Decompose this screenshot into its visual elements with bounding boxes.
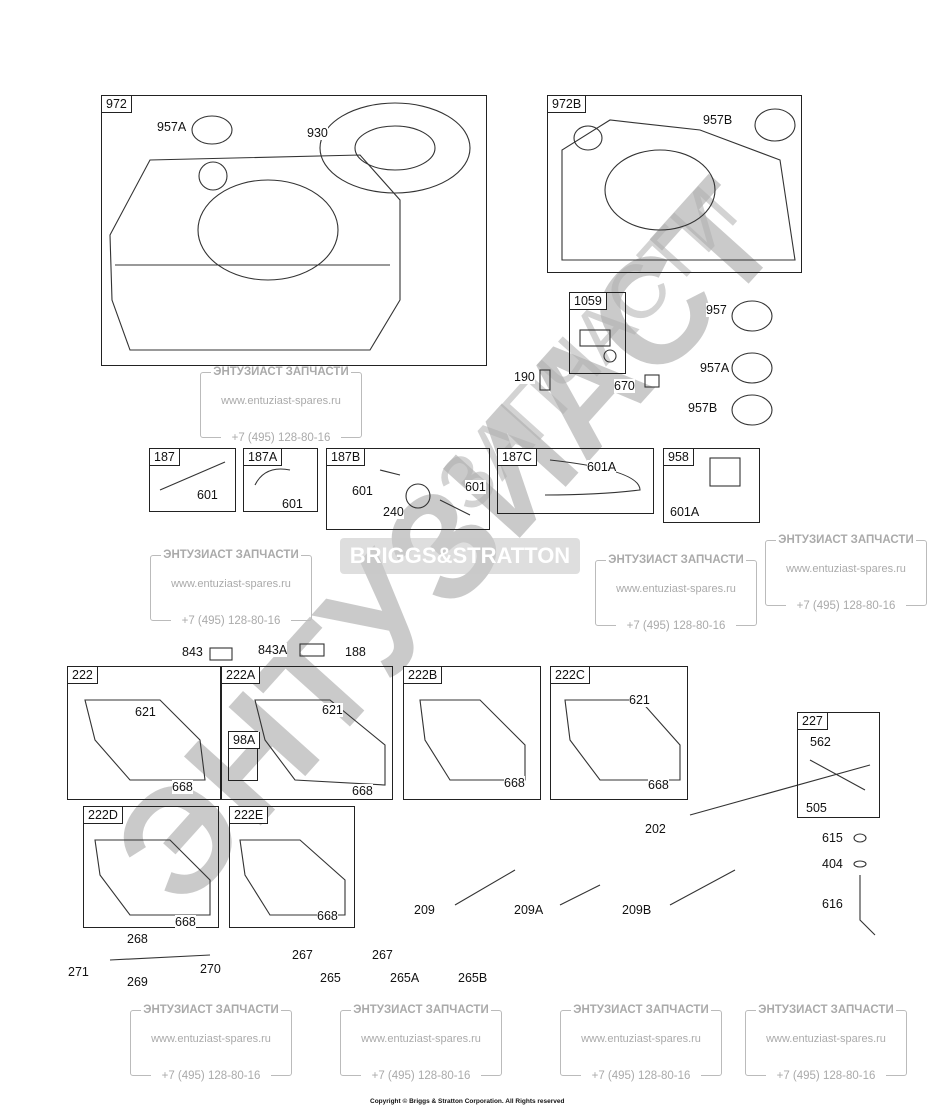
callout: 668 <box>175 915 196 929</box>
group-box-972b: 972B <box>547 95 802 273</box>
fuel-tank-972B <box>561 119 796 261</box>
callout: 957A <box>157 120 187 134</box>
callout: 668 <box>317 909 338 923</box>
fuel-cap-957A <box>191 115 233 145</box>
callout: 265B <box>458 971 488 985</box>
group-label: 958 <box>664 449 694 466</box>
callout: 265A <box>390 971 420 985</box>
callout: 404 <box>822 857 843 871</box>
fuel-tank-972 <box>109 154 401 351</box>
group-label: 187C <box>498 449 537 466</box>
group-label: 222E <box>230 807 269 824</box>
group-box-1059: 1059 <box>569 292 626 374</box>
callout: 271 <box>68 965 89 979</box>
callout: 668 <box>172 780 193 794</box>
callout: 616 <box>822 897 843 911</box>
callout: 209B <box>622 903 652 917</box>
group-label: 972 <box>102 96 132 113</box>
callout: 268 <box>127 932 148 946</box>
group-box-222: 222 <box>67 666 221 800</box>
callout: 668 <box>352 784 373 798</box>
group-box-187c: 187C <box>497 448 654 514</box>
fittings <box>539 329 660 391</box>
callout: 270 <box>200 962 221 976</box>
group-label: 187A <box>244 449 283 466</box>
callout: 615 <box>822 831 843 845</box>
group-label: 222 <box>68 667 98 684</box>
callout: 668 <box>648 778 669 792</box>
callout: 265 <box>320 971 341 985</box>
group-label: 972B <box>548 96 587 113</box>
callout: 601A <box>587 460 617 474</box>
group-box-187a: 187A <box>243 448 318 512</box>
callout: 930 <box>307 126 328 140</box>
callout: 209A <box>514 903 544 917</box>
callout: 843 <box>182 645 203 659</box>
callout: 957B <box>703 113 733 127</box>
callout: 621 <box>322 703 343 717</box>
group-box-222c: 222C <box>550 666 688 800</box>
group-label: 222A <box>222 667 261 684</box>
group-box-222d: 222D <box>83 806 219 928</box>
callout: 209 <box>414 903 435 917</box>
brand-logo: BRIGGS&STRATTON <box>340 538 580 574</box>
group-box-222b: 222B <box>403 666 541 800</box>
callout: 957A <box>700 361 730 375</box>
group-label: 227 <box>798 713 828 730</box>
copyright-footer: Copyright © Briggs & Stratton Corporatio… <box>370 1098 565 1105</box>
group-label: 1059 <box>570 293 607 310</box>
brackets <box>84 699 681 916</box>
group-box-187: 187 <box>149 448 236 512</box>
callout: 621 <box>629 693 650 707</box>
callout: 188 <box>345 645 366 659</box>
group-label: 222B <box>404 667 443 684</box>
group-label: 187B <box>327 449 366 466</box>
callout: 505 <box>806 801 827 815</box>
callout: 621 <box>135 705 156 719</box>
group-label: 222D <box>84 807 123 824</box>
group-box-187b: 187B <box>326 448 490 530</box>
caps-right <box>731 300 773 426</box>
springs-and-links <box>109 759 876 961</box>
callout: 601 <box>282 497 303 511</box>
group-box-222a: 222A <box>221 666 393 800</box>
callout: 601 <box>197 488 218 502</box>
group-box-222e: 222E <box>229 806 355 928</box>
callout: 601 <box>352 484 373 498</box>
callout: 190 <box>514 370 535 384</box>
group-label: 222C <box>551 667 590 684</box>
callout: 269 <box>127 975 148 989</box>
group-box-972: 972 <box>101 95 487 366</box>
group-label: 98A <box>229 732 261 749</box>
callout: 670 <box>614 379 635 393</box>
blower-housing-930 <box>319 102 471 194</box>
callout: 668 <box>504 776 525 790</box>
callout: 843A <box>258 643 288 657</box>
group-box-227: 227 <box>797 712 880 818</box>
callout: 202 <box>645 822 666 836</box>
callout: 957B <box>688 401 718 415</box>
group-label: 187 <box>150 449 180 466</box>
callout: 240 <box>383 505 404 519</box>
fuel-cap-957B <box>754 108 796 142</box>
group-box-958: 958 <box>663 448 760 523</box>
group-box-98a: 98A <box>228 731 261 781</box>
callout: 267 <box>292 948 313 962</box>
callout: 267 <box>372 948 393 962</box>
callout: 957 <box>706 303 727 317</box>
callout: 601 <box>465 480 486 494</box>
callout: 601A <box>670 505 700 519</box>
callout: 562 <box>810 735 831 749</box>
